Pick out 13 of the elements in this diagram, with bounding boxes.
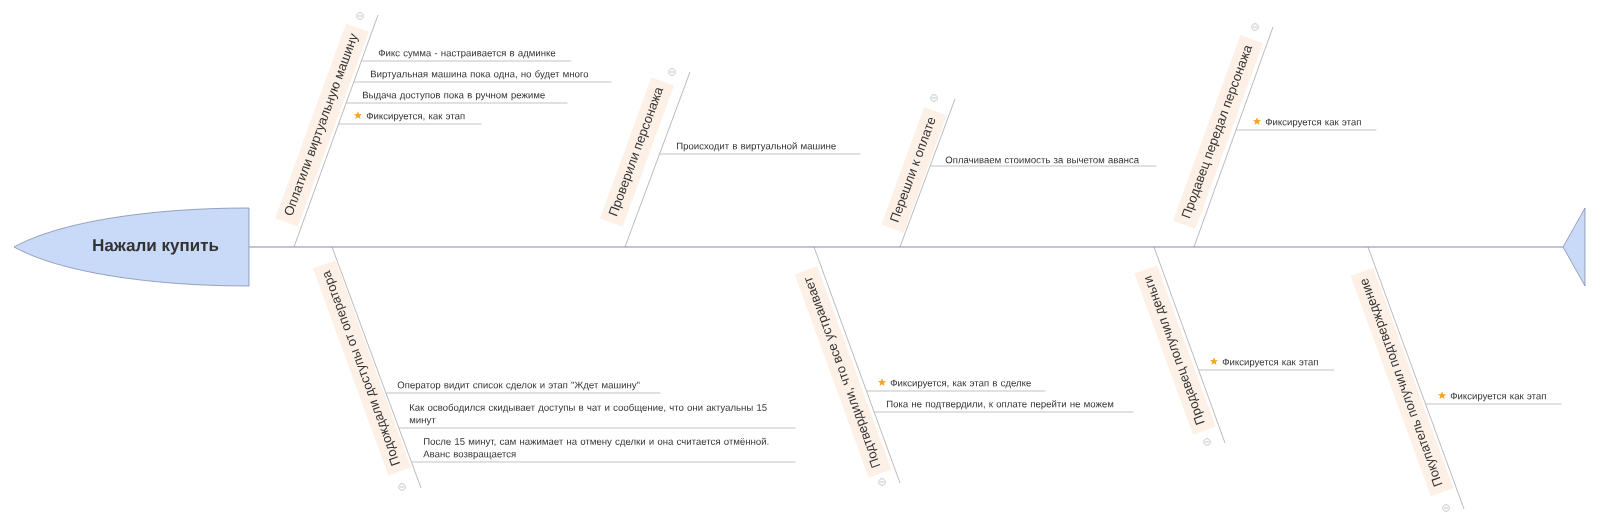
branch-line [411,461,796,463]
branch-text: Фиксируется как этап [1265,118,1361,128]
tail-triangle [1562,207,1586,287]
branch-text: Виртуальная машина пока одна, но будет много [371,70,589,80]
branch-text: Оплачиваем стоимость за вычетом аванса [945,156,1140,164]
branch-text: После 15 минут, сам нажимает на отмену сделки и она считается отмённой. Аванс возвращается [423,437,769,460]
branch-text: Фикс сумма - настраивается в админке [378,49,556,59]
branch-text: Как освободился скидывает доступы в чат и сообщение, что они актуальны 15 минут [409,403,767,426]
branch-text: Фиксируется как этап [1222,358,1318,368]
branch-text: Происходит в виртуальной машине [677,142,836,152]
branch-text: Фиксируется, как этап [366,112,465,122]
branch-text: Фиксируется, как этап в сделке [890,379,1031,389]
spine-line [248,246,1564,248]
